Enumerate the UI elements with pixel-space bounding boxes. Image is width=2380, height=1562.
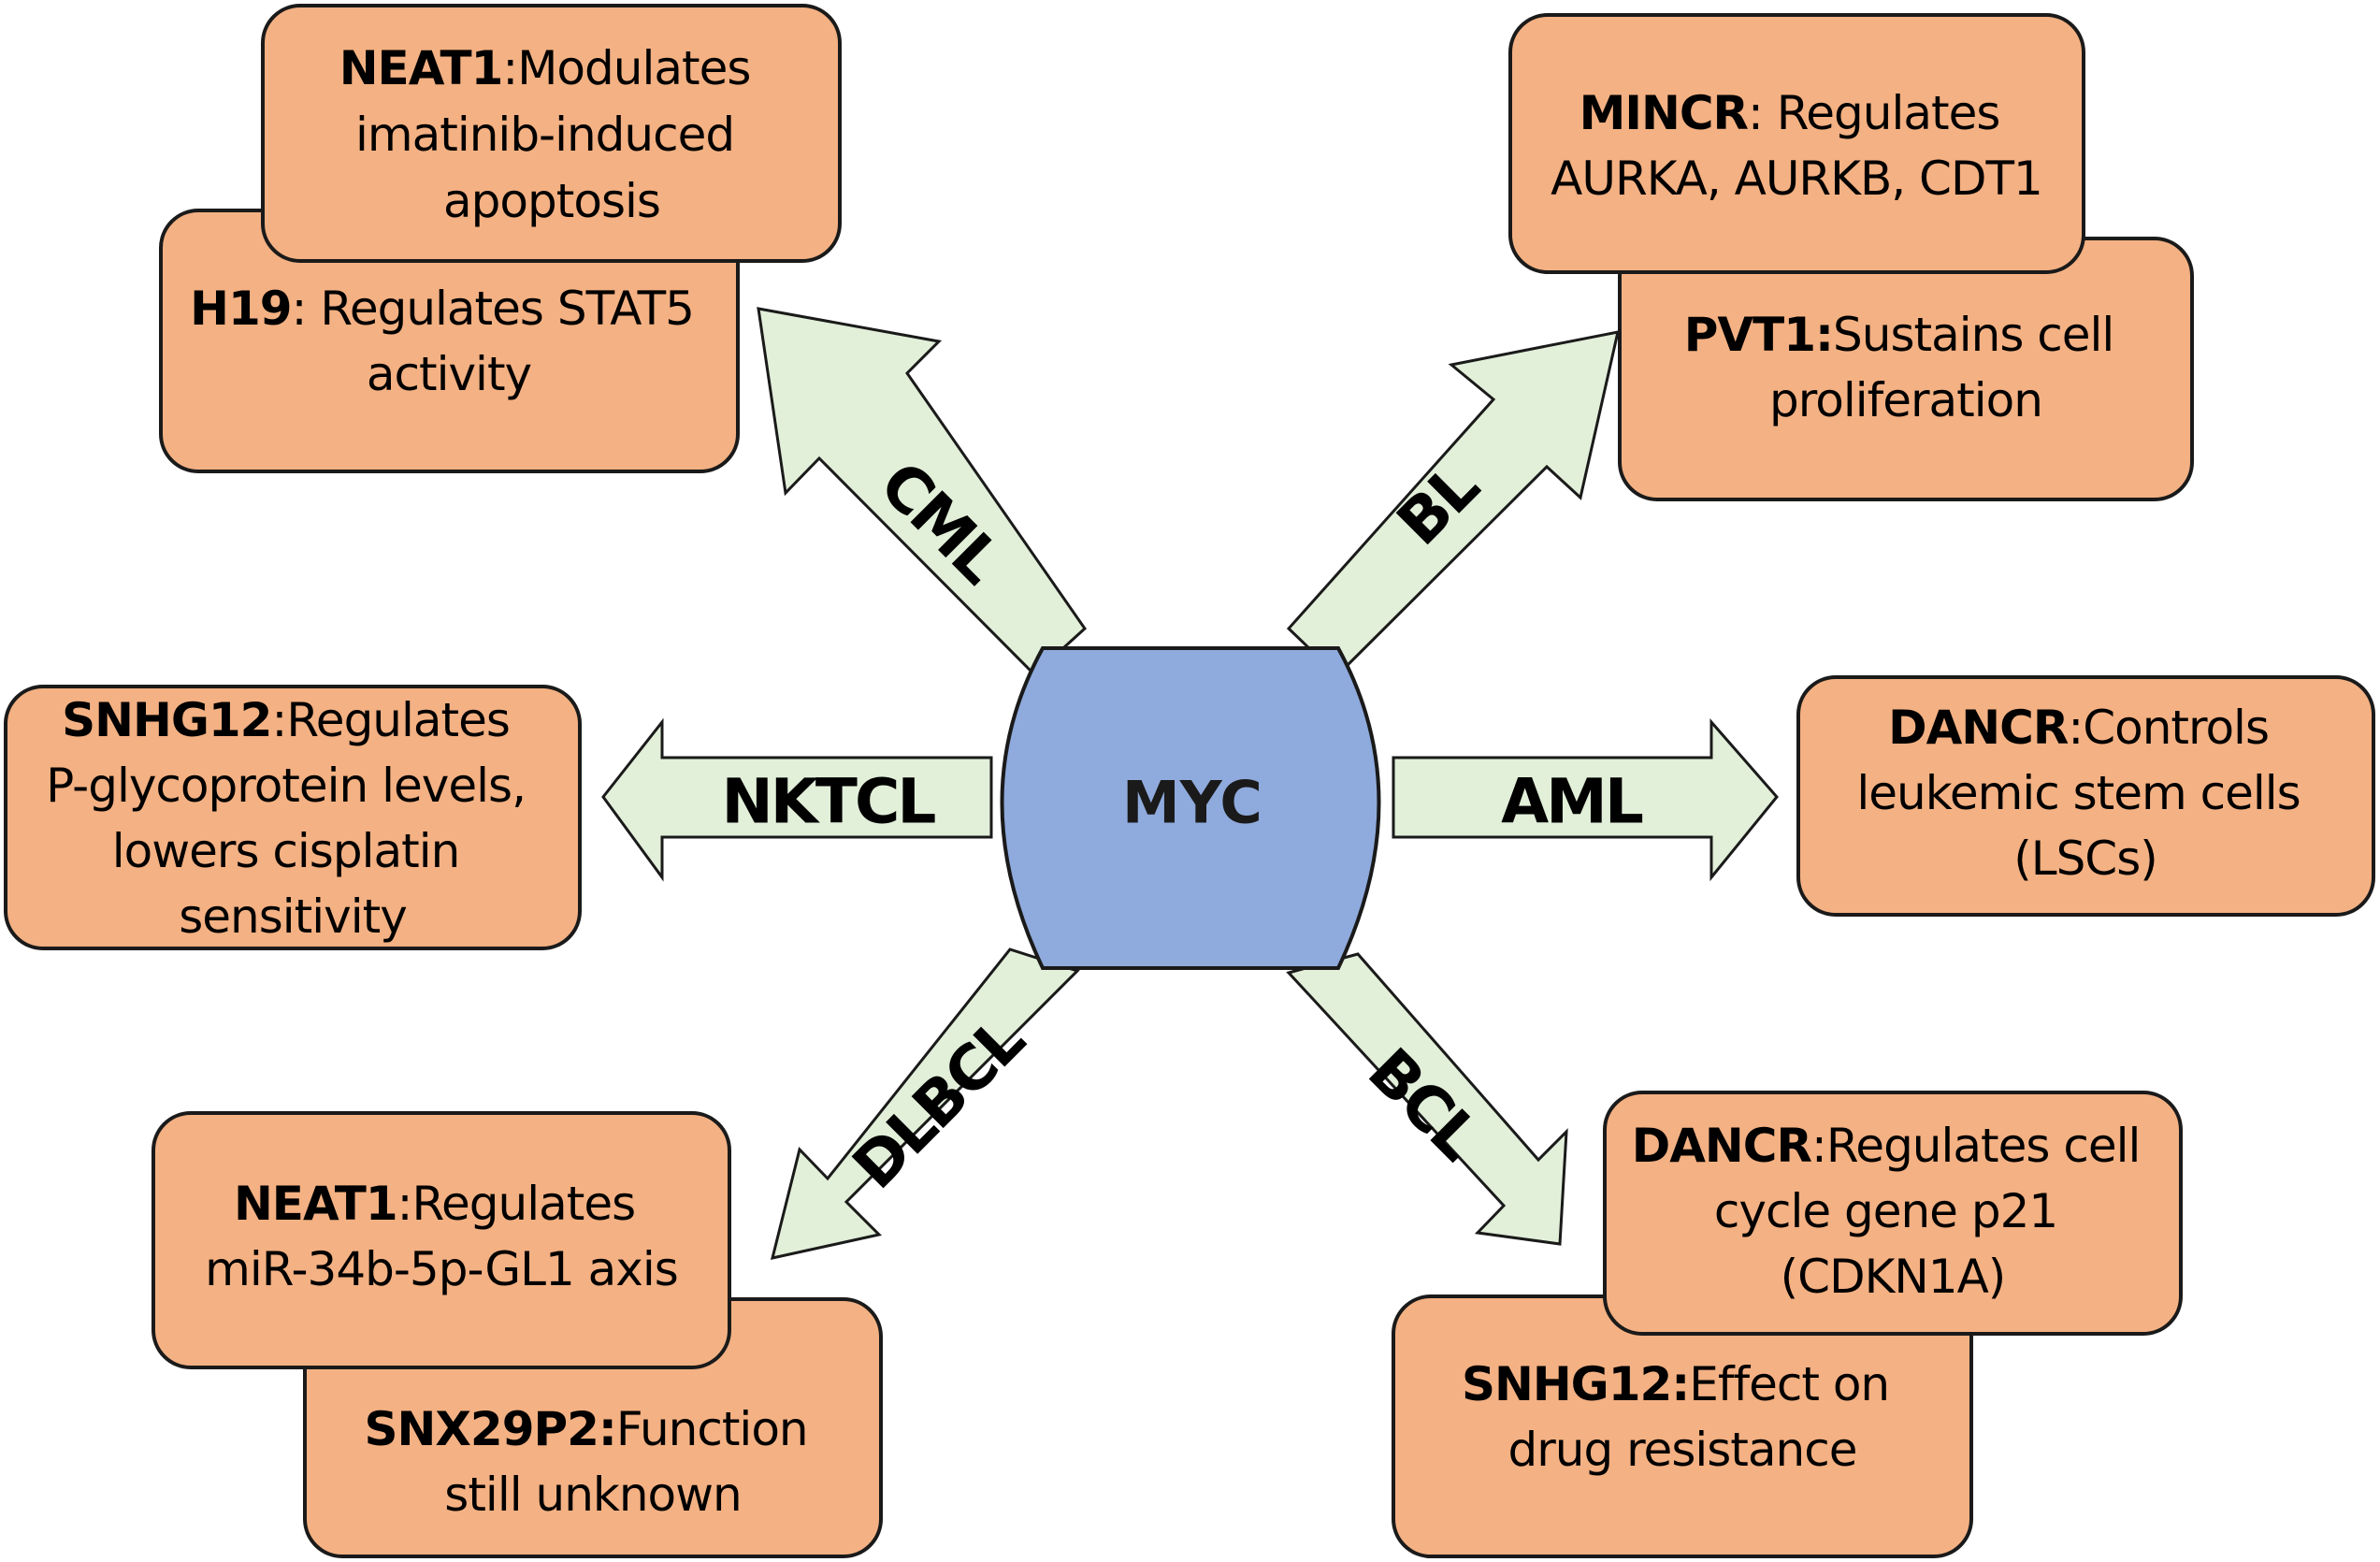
box-neat1-cml-text: NEAT1:Modulates imatinib-induced apoptos…	[339, 41, 765, 228]
arrow-aml: AML	[1392, 718, 1779, 882]
box-mincr: MINCR: Regulates AURKA, AURKB, CDT1	[1508, 13, 2085, 274]
box-h19: H19: Regulates STAT5 activity	[159, 209, 740, 473]
box-pvt1: PVT1:Sustains cell proliferation	[1618, 237, 2194, 501]
box-snhg12-nktcl: SNHG12:Regulates P-glycoprotein levels, …	[4, 685, 582, 950]
box-neat1-cml: NEAT1:Modulates imatinib-induced apoptos…	[261, 4, 842, 263]
arrow-dlbcl: DLBCL	[770, 947, 1080, 1260]
myc-hub: MYC	[1000, 646, 1381, 970]
box-snhg12-bcl-text: SNHG12:Effect on drug resistance	[1462, 1357, 1903, 1477]
arrow-nktcl: NKTCL	[601, 717, 993, 882]
box-dancr-aml: DANCR:Controls leukemic stem cells (LSCs…	[1796, 675, 2375, 917]
box-h19-text: H19: Regulates STAT5 activity	[190, 282, 708, 401]
box-dancr-bcl: DANCR:Regulates cell cycle gene p21 (CDK…	[1603, 1091, 2183, 1336]
box-snhg12-bcl: SNHG12:Effect on drug resistance	[1392, 1294, 1973, 1558]
box-dancr-aml-text: DANCR:Controls leukemic stem cells (LSCs…	[1856, 701, 2314, 886]
arrow-bcl: BCL	[1286, 952, 1568, 1246]
box-mincr-text: MINCR: Regulates AURKA, AURKB, CDT1	[1551, 86, 2042, 206]
arrow-cml: CML	[757, 307, 1087, 677]
box-neat1-dlbcl-text: NEAT1:Regulates miR-34b-5p-GL1 axis	[205, 1177, 678, 1296]
box-snhg12-nktcl-text: SNHG12:Regulates P-glycoprotein levels, …	[46, 693, 540, 944]
box-snx29p2-text: SNX29P2:Function still unknown	[365, 1402, 822, 1522]
box-pvt1-text: PVT1:Sustains cell proliferation	[1684, 308, 2128, 427]
arrow-label-dlbcl: DLBCL	[839, 1004, 1038, 1203]
box-neat1-dlbcl: NEAT1:Regulates miR-34b-5p-GL1 axis	[151, 1111, 731, 1369]
myc-label: MYC	[1122, 769, 1262, 837]
arrow-bl: BL	[1286, 330, 1620, 678]
arrow-label-aml: AML	[1501, 766, 1643, 838]
box-dancr-bcl-text: DANCR:Regulates cell cycle gene p21 (CDK…	[1632, 1119, 2155, 1304]
arrow-label-nktcl: NKTCL	[722, 766, 936, 838]
